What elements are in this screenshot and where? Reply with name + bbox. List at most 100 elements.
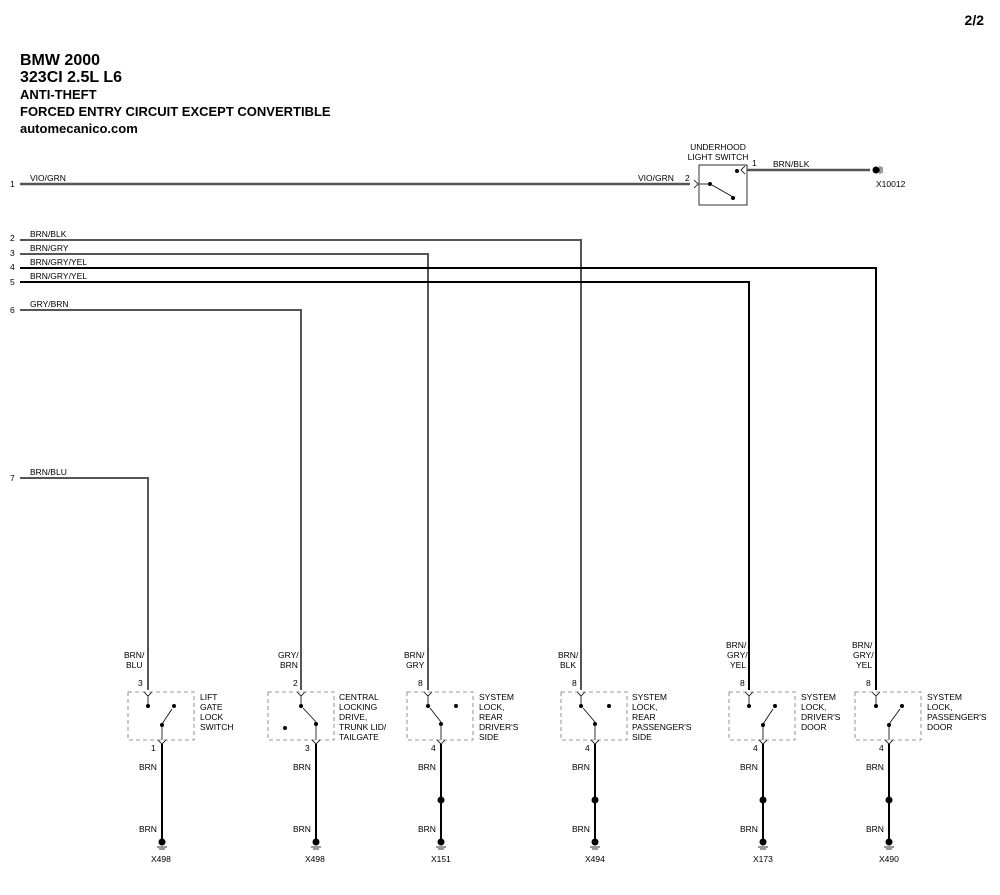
component-box: [127, 691, 195, 741]
component-name: SYSTEM: [479, 692, 514, 702]
switch-contact: [747, 704, 751, 708]
wire-color: BRN: [280, 660, 298, 670]
wire-4: 4 BRN/GRY/YEL: [10, 257, 877, 690]
wire-5: 5 BRN/GRY/YEL: [10, 271, 750, 690]
pin-number: 8: [866, 678, 871, 688]
component-box: [728, 691, 796, 741]
switch-contact: [773, 704, 777, 708]
component-name: REAR: [479, 712, 503, 722]
switch-contact: [731, 196, 735, 200]
switch-contact: [579, 704, 583, 708]
switch-contact: [593, 722, 597, 726]
ground-label: X173: [753, 854, 773, 864]
wire-color: YEL: [856, 660, 872, 670]
ground-label: X498: [151, 854, 171, 864]
wire-number: 5: [10, 277, 15, 287]
component-name: SYSTEM: [927, 692, 962, 702]
switch-contact: [426, 704, 430, 708]
wire-color: GRY/BRN: [30, 299, 69, 309]
pin-number: 4: [753, 743, 758, 753]
switch-blade: [711, 184, 734, 198]
pin-number: 2: [293, 678, 298, 688]
connector-mark: [143, 691, 153, 697]
pin-number: 8: [740, 678, 745, 688]
wire-line: [20, 239, 582, 690]
title-model-engine: 323CI 2.5L L6: [20, 69, 122, 86]
ground-point: [591, 838, 599, 846]
wire-color: VIO/GRN: [30, 173, 66, 183]
wire-color: BRN: [866, 762, 884, 772]
wire-6: 6 GRY/BRN: [10, 299, 302, 690]
component-name: SWITCH: [200, 722, 234, 732]
component-name: LOCKING: [339, 702, 377, 712]
connector-mark: [884, 739, 894, 745]
switch-contact: [299, 704, 303, 708]
component-name: REAR: [632, 712, 656, 722]
wire-color: BRN: [418, 824, 436, 834]
wire-color: BLK: [560, 660, 576, 670]
splice-point: [759, 796, 767, 804]
connector-mark: [740, 165, 746, 175]
component-name: UNDERHOOD: [690, 142, 746, 152]
ground-point: [158, 838, 166, 846]
pin-number: 2: [685, 173, 690, 183]
connector-mark: [296, 691, 306, 697]
ground-point: [759, 838, 767, 846]
ground-label: X490: [879, 854, 899, 864]
wire-color: BRN: [293, 824, 311, 834]
pin-number: 4: [879, 743, 884, 753]
pin-number: 8: [572, 678, 577, 688]
title-block: BMW 2000 323CI 2.5L L6 ANTI-THEFT FORCED…: [20, 52, 331, 137]
switch-contact: [146, 704, 150, 708]
component-name: DOOR: [801, 722, 827, 732]
component-name: TRUNK LID/: [339, 722, 387, 732]
ground-label: X151: [431, 854, 451, 864]
connector-mark: [693, 179, 699, 189]
title-make-year: BMW 2000: [20, 52, 101, 69]
component-name: LOCK,: [479, 702, 505, 712]
wire-color: BRN: [740, 762, 758, 772]
component-box: [406, 691, 474, 741]
component-system-lock-drivers-door: BRN/ GRY/ YEL 8 SYSTEM LOCK, DRIVER'S DO…: [726, 640, 841, 864]
switch-contact: [900, 704, 904, 708]
wire-number: 3: [10, 248, 15, 258]
pin-number: 3: [305, 743, 310, 753]
component-system-lock-rear-drivers-side: BRN/ GRY 8 SYSTEM LOCK, REAR DRIVER'S SI…: [404, 650, 519, 864]
pin-number: 3: [138, 678, 143, 688]
wire-color: BRN/: [124, 650, 145, 660]
component-name: DRIVE,: [339, 712, 367, 722]
component-name: GATE: [200, 702, 223, 712]
component-name: LIGHT SWITCH: [688, 152, 749, 162]
wire-line: [20, 253, 429, 690]
component-name: SIDE: [479, 732, 499, 742]
wire-line: [20, 309, 302, 690]
component-name: LOCK,: [801, 702, 827, 712]
wire-color: BRN/BLK: [773, 159, 810, 169]
wire-color: BRN: [572, 824, 590, 834]
wire-color: BRN/GRY/YEL: [30, 257, 87, 267]
title-circuit: FORCED ENTRY CIRCUIT EXCEPT CONVERTIBLE: [20, 104, 331, 119]
component-name: PASSENGER'S: [927, 712, 987, 722]
connector-mark: [590, 739, 600, 745]
connector-mark: [311, 739, 321, 745]
wire-number: 4: [10, 262, 15, 272]
component-central-locking-drive: GRY/ BRN 2 CENTRAL LOCKING DRIVE, TRUNK …: [267, 650, 387, 864]
switch-contact: [160, 723, 164, 727]
component-name: PASSENGER'S: [632, 722, 692, 732]
component-name: SYSTEM: [632, 692, 667, 702]
connector-mark: [157, 739, 167, 745]
wire-color-end: VIO/GRN: [638, 173, 674, 183]
connector-mark: [871, 691, 881, 697]
ground-label: X494: [585, 854, 605, 864]
switch-contact: [607, 704, 611, 708]
component-name: LIFT: [200, 692, 217, 702]
wire-color: BRN: [139, 762, 157, 772]
wire-line: [20, 477, 149, 690]
pin-number: 1: [151, 743, 156, 753]
component-name: LOCK,: [632, 702, 658, 712]
wire-color: BRN: [572, 762, 590, 772]
wire-color: GRY: [406, 660, 425, 670]
connector-mark: [576, 691, 586, 697]
wire-color: BRN/: [558, 650, 579, 660]
